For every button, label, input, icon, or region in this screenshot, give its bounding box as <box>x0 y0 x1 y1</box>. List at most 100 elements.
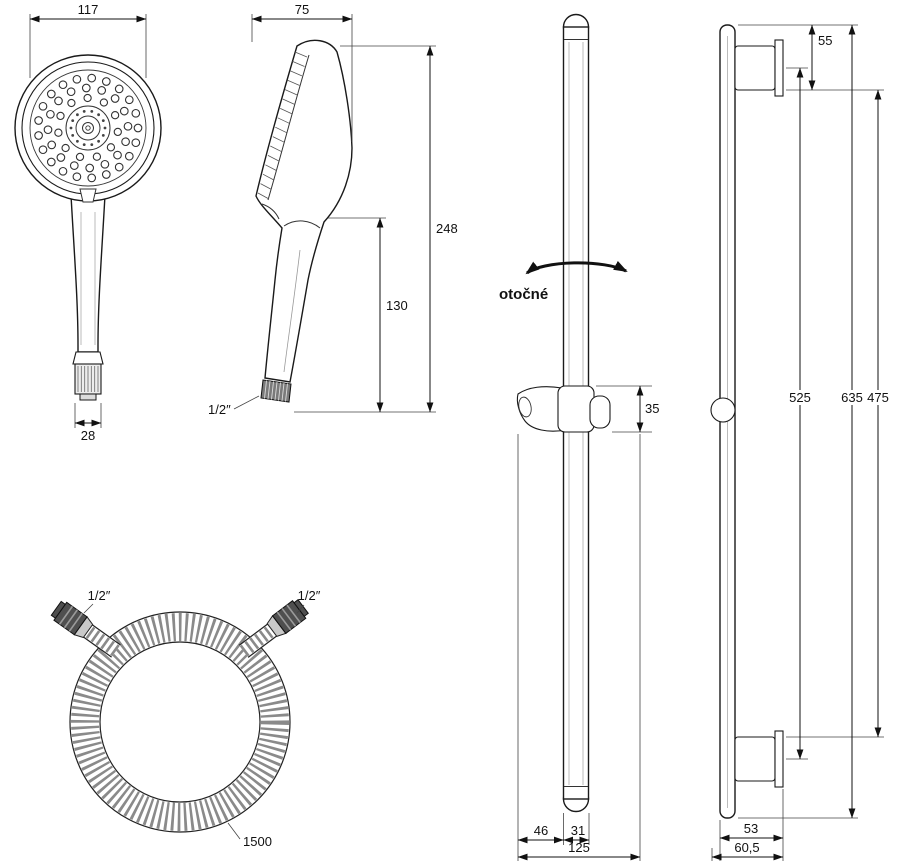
hose-rib-band <box>71 613 289 831</box>
face-rib <box>262 173 275 181</box>
leader-line <box>296 604 305 614</box>
face-rib <box>277 117 290 124</box>
hose-thread-right-callout: 1/2″ <box>296 588 321 614</box>
handshower-front-view: 117 28 <box>14 2 162 443</box>
nozzle-hole <box>46 109 55 119</box>
nozzle-hole <box>131 138 141 148</box>
fitting-knurl <box>276 611 292 631</box>
hose-length-callout: 1500 <box>227 822 272 849</box>
nozzle-hole <box>113 127 122 137</box>
nozzle-hole <box>113 150 122 160</box>
dim-475: 475 <box>865 89 891 738</box>
nozzle-hole <box>121 137 130 147</box>
face-rib <box>257 192 270 200</box>
handshower-side-view: 75 248 130 1/2″ <box>208 2 458 417</box>
face-rib <box>265 164 277 171</box>
face-rib <box>280 108 292 115</box>
center-dot <box>85 125 91 131</box>
chin-curve <box>261 203 280 220</box>
neck-seam <box>283 220 321 229</box>
nozzle-hole <box>124 151 134 161</box>
fitting-knurl <box>286 604 301 624</box>
handle-collar <box>72 351 104 365</box>
top-bracket-body <box>734 45 776 91</box>
dim-31: 31 <box>563 823 590 844</box>
face-rib <box>294 51 308 58</box>
hose-fitting-left <box>50 600 94 639</box>
nozzle-hole <box>87 73 97 83</box>
dim-28: 28 <box>74 403 102 443</box>
handshower-side-silhouette <box>255 39 353 383</box>
thread-lines <box>264 380 288 402</box>
thread-line <box>264 380 267 399</box>
hose-neck-mask <box>83 624 121 658</box>
nozzle-hole <box>34 116 43 125</box>
spray-face-ribs <box>257 51 308 200</box>
nozzle-hole <box>46 89 56 99</box>
shower-rail-front-view: otočné 35 46 31 125 <box>499 13 659 861</box>
face-rib <box>282 98 295 105</box>
dim-125-label: 125 <box>568 840 590 855</box>
hose-neck-edge <box>83 636 112 658</box>
nozzle-hole <box>34 131 43 140</box>
bottom-bracket-wall-plate <box>774 730 784 788</box>
nozzle-hole <box>67 98 76 108</box>
nozzle-hole <box>97 86 107 95</box>
fitting-knurl <box>281 608 297 627</box>
thread-line <box>271 381 274 400</box>
nozzle-hole <box>92 152 102 161</box>
rotatable-note: otočné <box>499 286 548 303</box>
fitting-end <box>50 600 66 619</box>
nozzle-dot <box>90 110 94 113</box>
dim-635-label: 635 <box>841 390 863 405</box>
thread-line <box>285 383 288 402</box>
holder-body <box>557 385 595 433</box>
dim-55: 55 <box>808 24 832 91</box>
fitting-knurl <box>68 612 83 632</box>
dim-35-label: 35 <box>645 401 659 416</box>
dim-525: 525 <box>787 67 813 760</box>
face-rib <box>267 155 280 162</box>
thread-line <box>281 382 285 402</box>
dim-53: 53 <box>719 821 784 842</box>
nozzle-hole <box>87 173 97 183</box>
face-rib <box>287 79 300 86</box>
hose-thread-left-label: 1/2″ <box>88 588 111 603</box>
nozzle-hole <box>38 101 48 111</box>
nozzle-hole <box>123 121 133 131</box>
nozzle-hole <box>58 166 68 176</box>
label-background <box>839 390 865 405</box>
nozzle-hole <box>101 170 111 179</box>
dim-117: 117 <box>29 2 147 78</box>
leader-line <box>227 822 241 840</box>
nozzle-hole <box>58 80 68 90</box>
nozzle-dot <box>82 143 86 147</box>
nozzle-hole <box>85 163 95 173</box>
hose-fitting-right <box>266 599 309 637</box>
nozzle-dot <box>76 113 79 117</box>
center-ring-inner <box>82 122 94 134</box>
dim-248: 248 <box>294 45 458 413</box>
dim-60-5-label: 60,5 <box>734 840 759 855</box>
dim-525-label: 525 <box>789 390 811 405</box>
nozzle-hole <box>54 96 63 106</box>
nozzle-hole <box>54 128 63 137</box>
nozzle-hole <box>133 123 143 133</box>
hose-neck-edge <box>238 623 268 646</box>
face-inner-edge <box>267 54 310 201</box>
thread-size-callout: 1/2″ <box>208 395 260 417</box>
shower-rail-side-view: 55 525 635 475 53 60,5 <box>710 24 891 861</box>
dim-46-label: 46 <box>534 823 548 838</box>
center-ring-mid <box>75 115 101 141</box>
dim-28-label: 28 <box>81 428 95 443</box>
rotation-arrow <box>525 260 628 275</box>
holder-knob <box>589 395 611 429</box>
thread-tip <box>79 393 97 401</box>
nozzle-hole <box>69 161 79 170</box>
nozzle-hole <box>46 157 56 167</box>
thread-lines <box>77 366 99 392</box>
dim-125: 125 <box>517 840 641 861</box>
face-rib <box>275 126 287 134</box>
thread-line <box>267 380 271 400</box>
